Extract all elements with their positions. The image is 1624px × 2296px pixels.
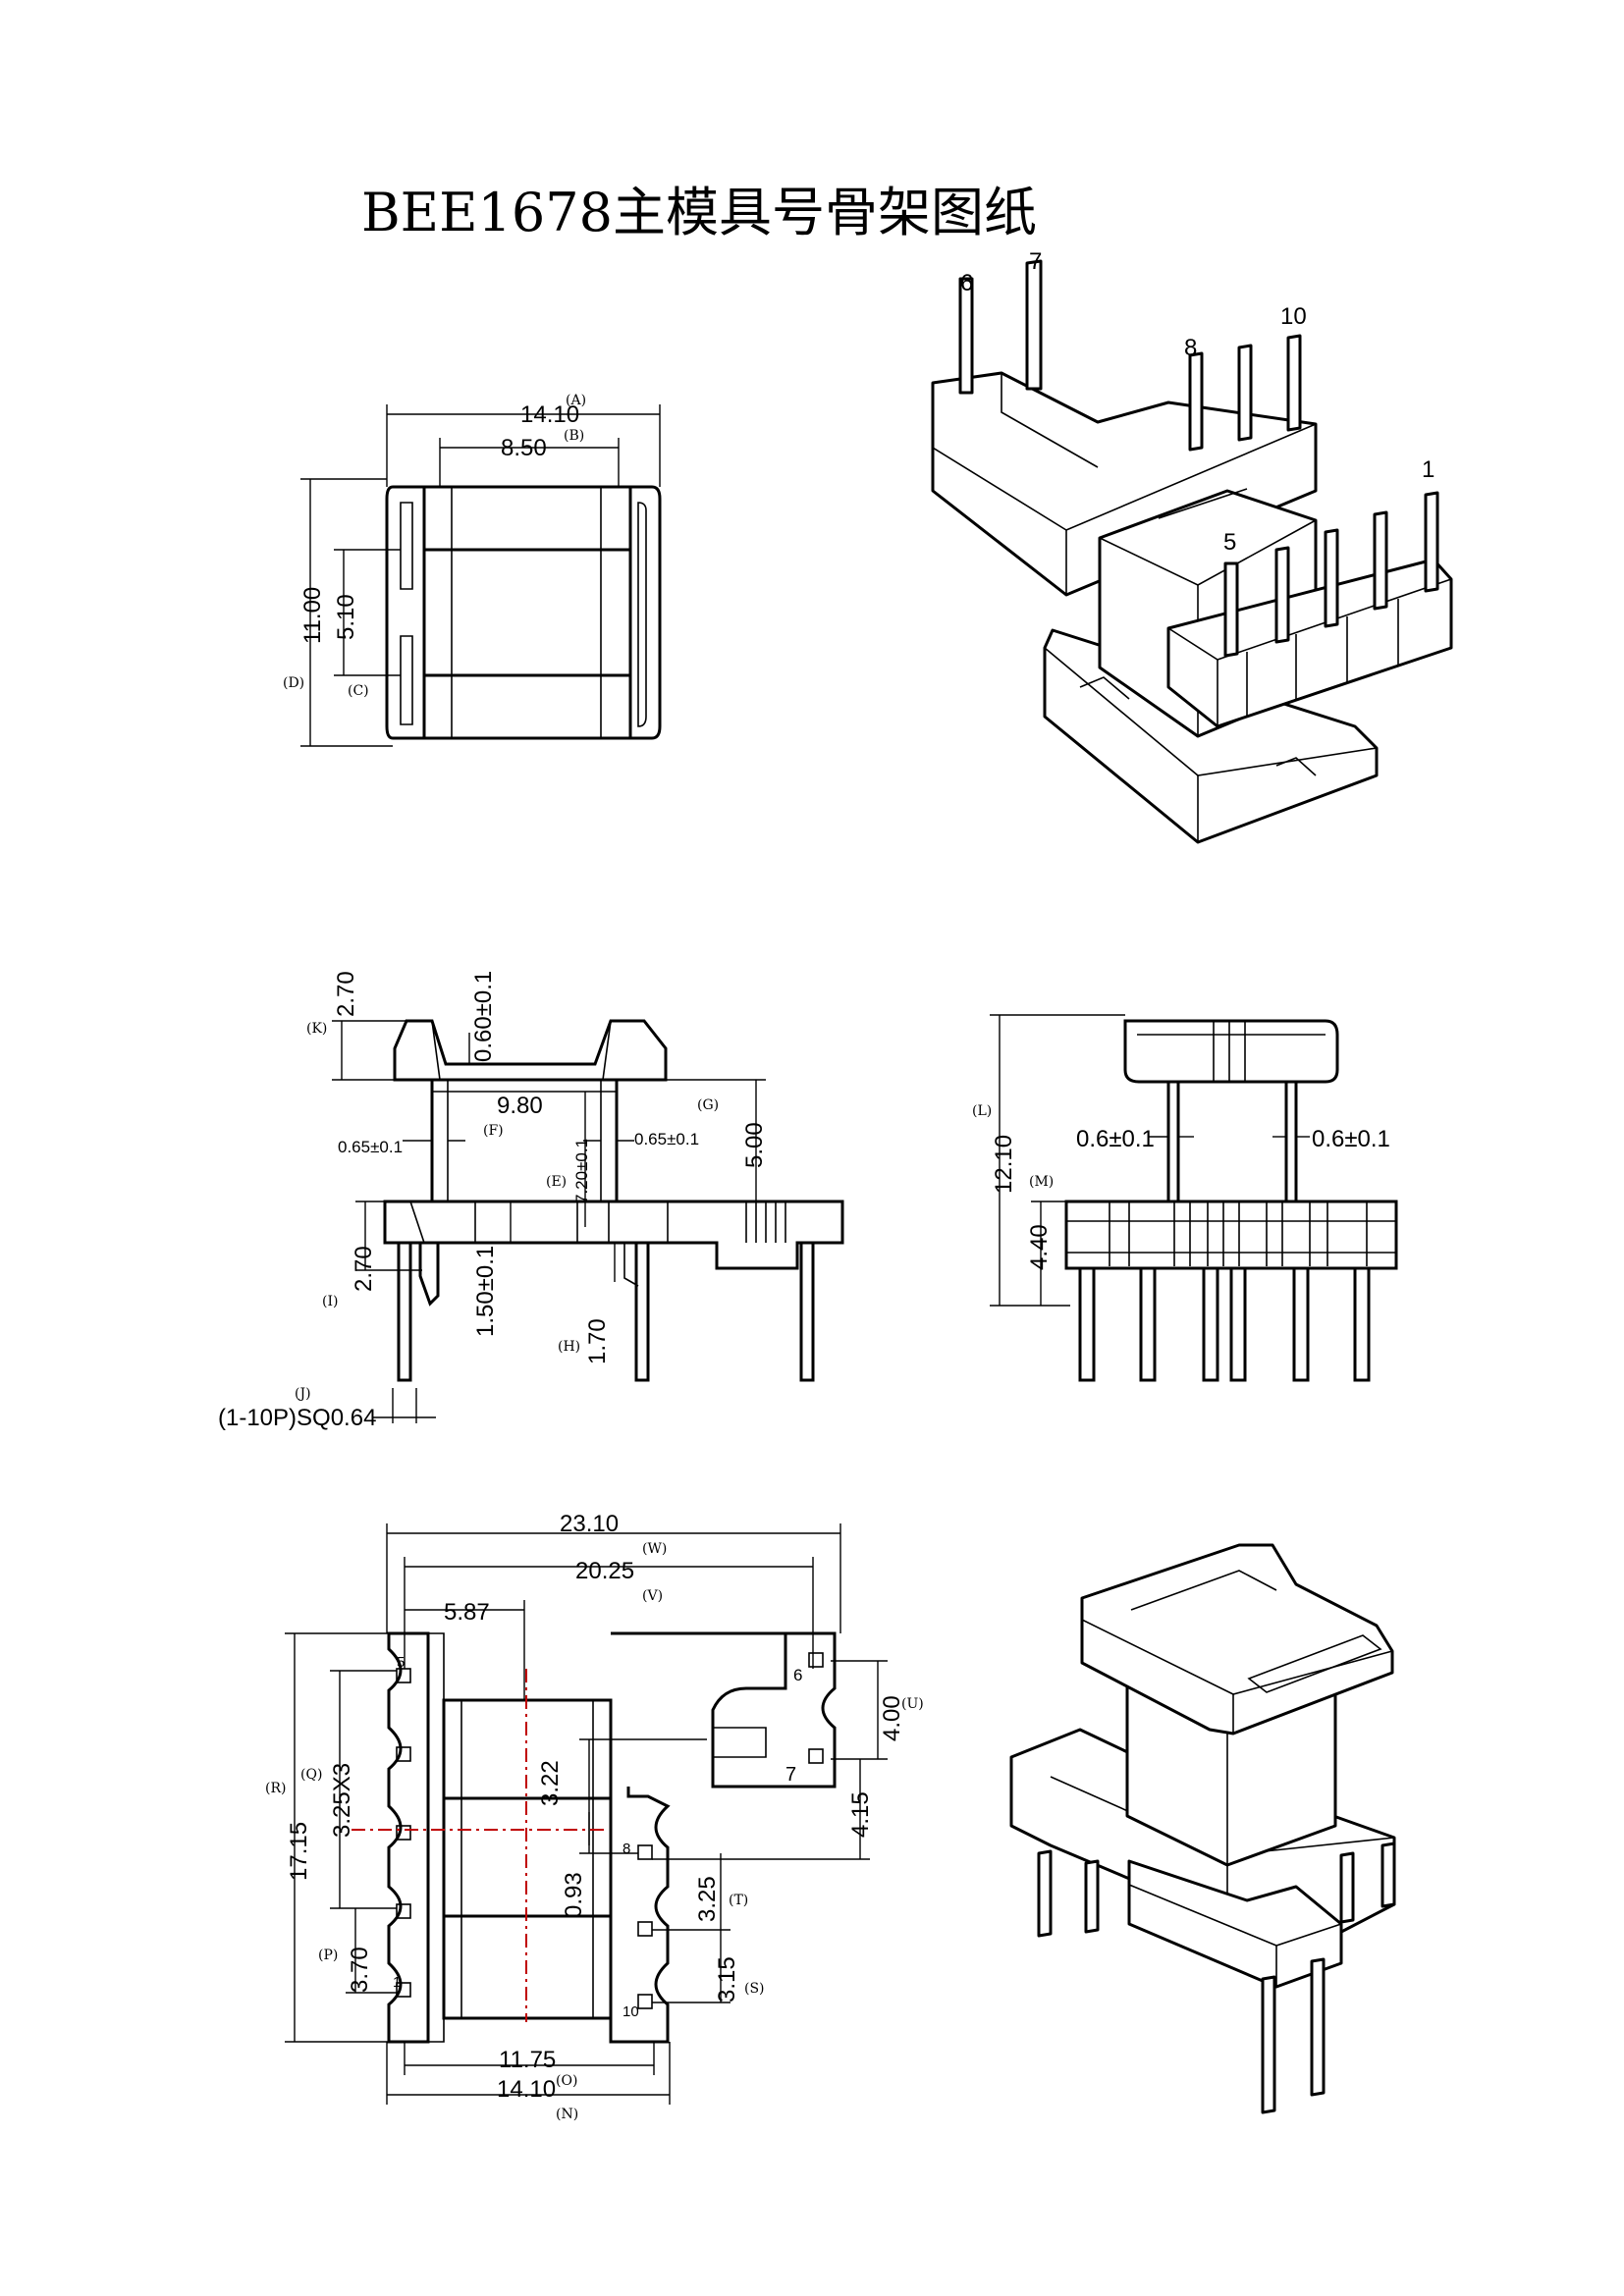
iso-pin-label-5: 5 — [1223, 529, 1236, 556]
dim-a: 14.10 — [520, 401, 579, 428]
iso-pin-label-7: 7 — [1029, 248, 1042, 275]
ref-e: (E) — [546, 1174, 567, 1190]
dim-e: 7.20±0.1 — [572, 1139, 591, 1203]
dim-065-left: 0.65±0.1 — [338, 1138, 403, 1156]
side-view: 12.10 (L) 4.40 (M) 0.6±0.1 0.6±0.1 — [972, 1014, 1398, 1382]
dim-r-value: 17.15 — [286, 1822, 312, 1881]
dim-n-value: 14.10 — [497, 2076, 556, 2103]
dim-322: 3.22 — [537, 1760, 564, 1806]
ref-v: (V) — [642, 1588, 663, 1604]
dim-587: 5.87 — [444, 1599, 490, 1626]
dim-q-value: 3.25X3 — [329, 1763, 355, 1838]
ref-m: (M) — [1029, 1174, 1054, 1190]
bottom-pin-label-7: 7 — [785, 1764, 796, 1786]
dim-150: 1.50±0.1 — [472, 1246, 499, 1337]
bottom-pin-label-10: 10 — [623, 2003, 639, 2020]
ref-l: (L) — [972, 1103, 992, 1119]
iso-pin-label-10: 10 — [1280, 303, 1307, 330]
dim-g: 5.00 — [741, 1122, 768, 1168]
bottom-view: 23.10 (W) 20.25 (V) 5.87 17.15 (R) 3.25X… — [265, 1511, 924, 2122]
dim-c: 5.10 — [333, 594, 359, 640]
ref-q: (Q) — [300, 1767, 322, 1783]
dim-pin-left: 0.6±0.1 — [1076, 1126, 1155, 1152]
dim-060: 0.60±0.1 — [470, 971, 497, 1062]
dim-l: 12.10 — [991, 1135, 1017, 1194]
ref-b: (B) — [564, 428, 584, 444]
ref-p: (P) — [318, 1948, 338, 1963]
ref-d: (D) — [283, 675, 304, 691]
bottom-pin-label-6: 6 — [793, 1666, 802, 1684]
dim-pin-right: 0.6±0.1 — [1312, 1126, 1390, 1152]
dim-093: 0.93 — [561, 1872, 587, 1918]
ref-u: (U) — [901, 1696, 924, 1712]
ref-c: (C) — [348, 683, 369, 699]
front-view: 2.70 (K) 0.60±0.1 9.80 (F) 5.00 (G) 0.65… — [218, 971, 844, 1431]
dim-f: 9.80 — [497, 1093, 543, 1119]
dim-415: 4.15 — [847, 1791, 874, 1838]
dim-i: 2.70 — [351, 1246, 377, 1292]
dim-b: 8.50 — [501, 435, 547, 461]
ref-f: (F) — [483, 1123, 504, 1139]
bottom-pin-label-5: 5 — [397, 1654, 405, 1671]
ref-o: (O) — [556, 2073, 577, 2089]
dim-o-value: 11.75 — [499, 2047, 556, 2073]
dim-t-value: 3.25 — [694, 1876, 721, 1922]
top-view: 14.10 (A) 8.50 (B) 11.00 (D) 5.10 (C) — [283, 393, 662, 747]
ref-t: (T) — [729, 1893, 748, 1908]
ref-s: (S) — [744, 1981, 765, 1997]
dim-u-value: 4.00 — [879, 1695, 905, 1741]
ref-w: (W) — [642, 1541, 667, 1557]
iso-pin-label-6: 6 — [960, 270, 973, 296]
dim-m: 4.40 — [1026, 1224, 1053, 1270]
bottom-pin-label-1: 1 — [393, 1974, 401, 1991]
dim-w-value: 23.10 — [560, 1511, 619, 1537]
iso-pin-label-8: 8 — [1184, 335, 1197, 361]
ref-g: (G) — [697, 1097, 719, 1113]
pin-spec: (1-10P)SQ0.64 — [218, 1405, 376, 1431]
bottom-pin-label-8: 8 — [623, 1841, 630, 1857]
dim-d: 11.00 — [299, 587, 326, 644]
dim-p-value: 3.70 — [347, 1947, 373, 1993]
drawing-title: BEE1678主模具号骨架图纸 — [361, 182, 1037, 243]
dim-v-value: 20.25 — [575, 1558, 634, 1584]
ref-h: (H) — [558, 1339, 580, 1355]
iso-pin-label-1: 1 — [1422, 456, 1435, 483]
ref-i: (I) — [322, 1294, 338, 1309]
ref-n: (N) — [556, 2107, 578, 2122]
ref-r: (R) — [265, 1781, 286, 1796]
iso-view-top: 6 7 8 10 1 5 — [931, 248, 1453, 844]
iso-view-bottom — [1009, 1543, 1396, 2114]
dim-h: 1.70 — [584, 1318, 611, 1364]
ref-a: (A) — [566, 393, 586, 408]
ref-j: (J) — [295, 1386, 311, 1402]
dim-065-right: 0.65±0.1 — [634, 1130, 699, 1148]
dim-s-value: 3.15 — [714, 1956, 740, 2002]
ref-k: (K) — [306, 1021, 327, 1037]
dim-k: 2.70 — [333, 971, 359, 1017]
